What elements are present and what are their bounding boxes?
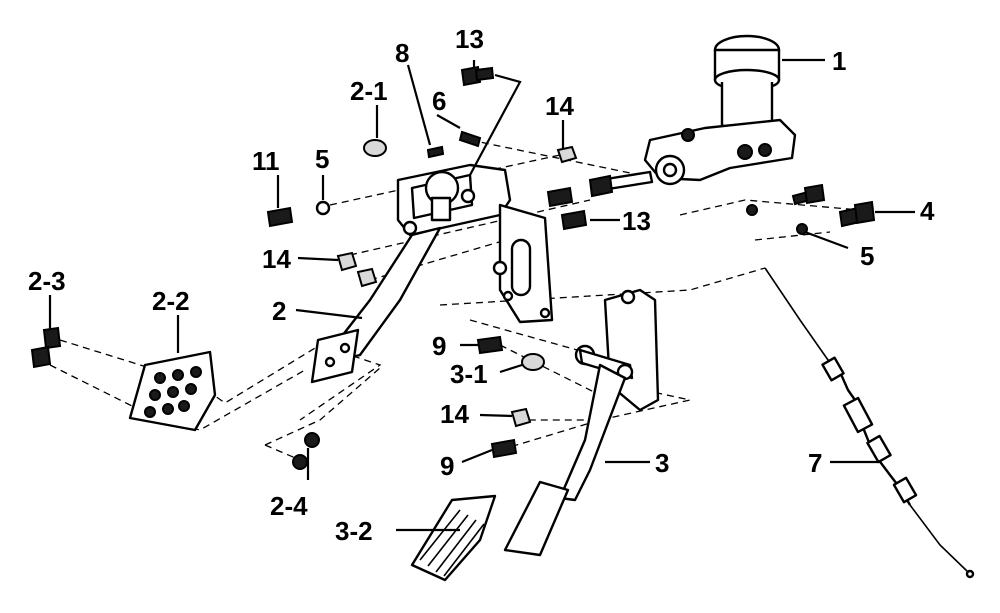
callout-14-bottom: 14 xyxy=(440,399,469,429)
callout-2: 2 xyxy=(272,296,286,326)
callout-3-2: 3-2 xyxy=(335,516,373,546)
callout-13-top: 13 xyxy=(455,24,484,54)
callout-3-1: 3-1 xyxy=(450,359,488,389)
clutch-pedal-arm xyxy=(310,226,442,384)
callout-13-side: 13 xyxy=(622,206,651,236)
callout-9-top: 9 xyxy=(432,331,446,361)
callout-2-2: 2-2 xyxy=(152,286,190,316)
bolt-9-bottom xyxy=(490,438,518,459)
assembly-dashed-lines xyxy=(49,139,861,461)
callout-1: 1 xyxy=(832,46,846,76)
callout-4: 4 xyxy=(920,196,935,226)
callout-6: 6 xyxy=(432,86,446,116)
washer-5-right xyxy=(746,204,808,235)
callout-labels: 1 13 8 2-1 6 14 11 5 4 13 5 14 2-3 2-2 2… xyxy=(28,24,935,546)
bolt-13-top xyxy=(460,65,495,87)
bolt-2-3 xyxy=(30,326,62,369)
callout-2-3: 2-3 xyxy=(28,266,66,296)
nut-14-left xyxy=(336,251,378,288)
bolt-9-top xyxy=(476,335,504,355)
callout-5-right: 5 xyxy=(860,241,874,271)
pedal-bracket xyxy=(396,163,554,324)
bolt-13-side xyxy=(546,186,588,231)
bushing-2-1 xyxy=(363,139,387,157)
pin-6 xyxy=(458,130,482,148)
leader-lines xyxy=(48,58,915,532)
nut-14-top xyxy=(556,145,578,164)
callout-3: 3 xyxy=(655,448,669,478)
nut-2-4 xyxy=(292,432,320,470)
bolt-4 xyxy=(791,183,876,228)
callout-2-1: 2-1 xyxy=(350,76,388,106)
callout-5-left: 5 xyxy=(315,144,329,174)
callout-7: 7 xyxy=(808,448,822,478)
master-cylinder xyxy=(588,34,797,198)
accelerator-pedal-arm xyxy=(558,363,627,502)
nut-14-bottom xyxy=(510,407,532,428)
clutch-pedal-pad xyxy=(128,350,217,432)
bushing-3-1 xyxy=(521,353,545,371)
callout-11: 11 xyxy=(252,146,280,176)
callout-14-left: 14 xyxy=(262,244,291,274)
callout-2-4: 2-4 xyxy=(270,491,308,521)
callout-8: 8 xyxy=(395,38,409,68)
throttle-cable xyxy=(764,267,975,579)
callout-14-top: 14 xyxy=(545,91,574,121)
callout-9-bottom: 9 xyxy=(440,451,454,481)
bolt-11 xyxy=(266,206,294,228)
washer-5-left xyxy=(315,200,331,216)
accelerator-pedal-pad xyxy=(410,480,570,582)
clip-8 xyxy=(426,145,445,159)
